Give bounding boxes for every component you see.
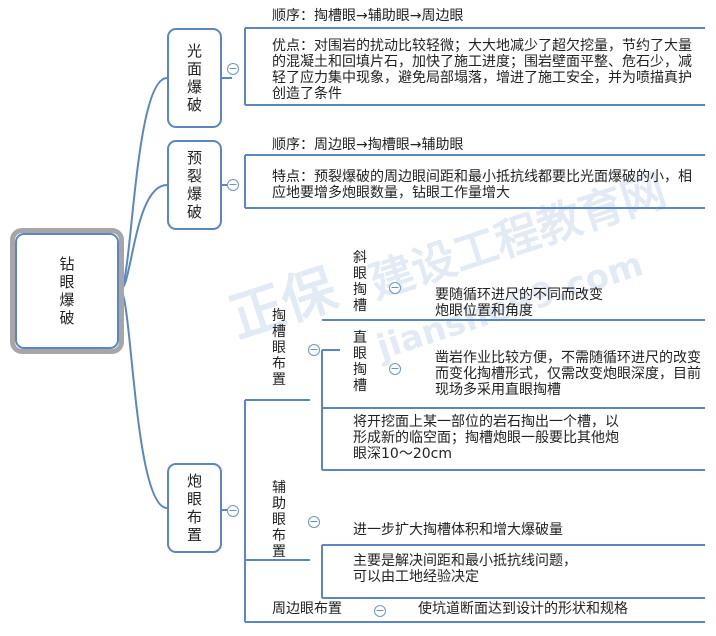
collapse-icon[interactable]: − bbox=[227, 62, 239, 75]
leaf-text: 顺序：周边眼→掏槽眼→辅助眼 bbox=[272, 137, 464, 153]
collapse-icon[interactable]: − bbox=[308, 515, 320, 528]
subbranch-straight-cut-label[interactable]: 直眼掏槽 bbox=[353, 330, 367, 394]
branch-smooth-blasting[interactable]: 光面爆破 bbox=[167, 28, 222, 128]
branch-label: 预裂爆破 bbox=[186, 149, 202, 221]
collapse-icon[interactable]: − bbox=[308, 343, 320, 356]
leaf-text: 优点：对围岩的扰动比较轻微；大大地减少了超欠挖量，节约了大量的混凝土和回填片石，… bbox=[272, 38, 692, 102]
root-node[interactable]: 钻眼爆破 bbox=[10, 228, 124, 354]
leaf-text: 将开挖面上某一部位的岩石掏出一个槽，以形成新的临空面；掏槽炮眼一般要比其他炮眼深… bbox=[353, 414, 619, 462]
subbranch-perimeter-holes-label[interactable]: 周边眼布置 bbox=[272, 601, 342, 617]
subbranch-oblique-cut-label[interactable]: 斜眼掏槽 bbox=[353, 250, 367, 314]
root-label: 钻眼爆破 bbox=[59, 255, 75, 327]
collapse-icon[interactable]: − bbox=[374, 604, 386, 617]
subbranch-auxiliary-holes-label[interactable]: 辅助眼布置 bbox=[272, 480, 286, 560]
branch-label: 炮眼布置 bbox=[186, 472, 202, 544]
branch-presplit-blasting[interactable]: 预裂爆破 bbox=[167, 140, 222, 230]
collapse-icon[interactable]: − bbox=[389, 362, 401, 375]
collapse-icon[interactable]: − bbox=[227, 178, 239, 191]
leaf-text: 顺序：掏槽眼→辅助眼→周边眼 bbox=[272, 8, 464, 24]
leaf-text: 凿岩作业比较方便，不需随循环进尺的改变而变化掏槽形式，仅需改变炮眼深度，目前现场… bbox=[435, 350, 701, 398]
collapse-icon[interactable]: − bbox=[227, 504, 239, 517]
leaf-text: 使坑道断面达到设计的形状和规格 bbox=[418, 601, 628, 617]
branch-hole-layout[interactable]: 炮眼布置 bbox=[167, 463, 222, 553]
leaf-text: 特点：预裂爆破的周边眼间距和最小抵抗线都要比光面爆破的小，相应地要增多炮眼数量，… bbox=[272, 169, 692, 201]
collapse-icon[interactable]: − bbox=[389, 281, 401, 294]
subbranch-cut-holes-label[interactable]: 掏槽眼布置 bbox=[272, 308, 286, 388]
leaf-text: 主要是解决间距和最小抵抗线问题，可以由工地经验决定 bbox=[353, 553, 577, 585]
branch-label: 光面爆破 bbox=[186, 42, 202, 114]
leaf-text: 要随循环进尺的不同而改变炮眼位置和角度 bbox=[435, 287, 603, 319]
leaf-text: 进一步扩大掏槽体积和增大爆破量 bbox=[353, 522, 563, 538]
